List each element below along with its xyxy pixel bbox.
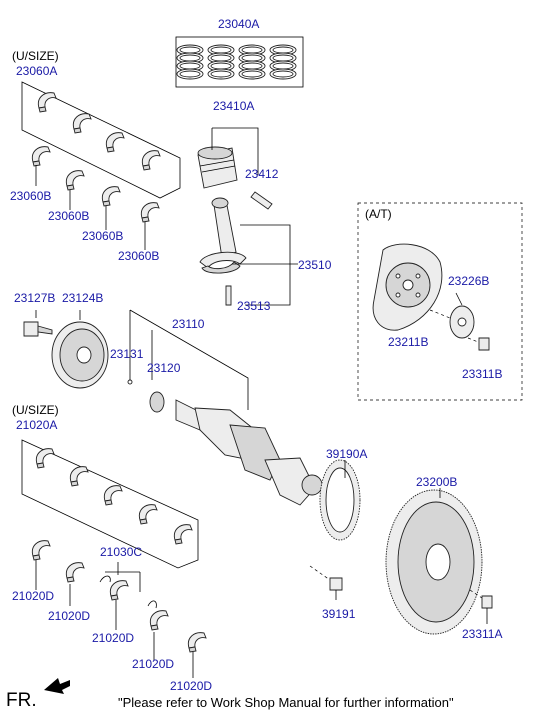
label-39191: 39191: [322, 607, 356, 621]
label-21020D-3: 21020D: [92, 631, 134, 645]
crankshaft: [127, 309, 323, 506]
label-23510: 23510: [298, 258, 332, 272]
label-21020D-1: 21020D: [12, 589, 54, 603]
label-21020D-5: 21020D: [170, 679, 212, 693]
label-23120: 23120: [147, 361, 181, 375]
label-23513: 23513: [237, 299, 271, 313]
footer-note: "Please refer to Work Shop Manual for fu…: [118, 695, 454, 710]
label-39190A: 39190A: [326, 447, 367, 461]
label-23060B-4: 23060B: [118, 249, 159, 263]
label-21020D-2: 21020D: [48, 609, 90, 623]
label-23226B: 23226B: [448, 274, 489, 288]
label-23211B: 23211B: [388, 335, 428, 349]
label-23124B: 23124B: [62, 291, 103, 305]
label-23127B: 23127B: [14, 291, 55, 305]
label-usize-2: (U/SIZE): [12, 403, 59, 417]
label-23060B-2: 23060B: [48, 209, 89, 223]
label-23311B: 23311B: [462, 367, 502, 381]
label-usize-1: (U/SIZE): [12, 49, 59, 63]
label-21030C: 21030C: [100, 545, 142, 559]
label-23410A: 23410A: [213, 99, 254, 113]
label-23040A: 23040A: [218, 17, 259, 31]
label-23060A: 23060A: [16, 64, 57, 78]
label-at: (A/T): [365, 207, 392, 221]
ring-gear: [309, 459, 361, 600]
label-23412: 23412: [245, 167, 279, 181]
label-23311A: 23311A: [462, 627, 502, 641]
label-21020D-4: 21020D: [132, 657, 174, 671]
label-21020A: 21020A: [16, 418, 57, 432]
label-23060B-1: 23060B: [10, 189, 51, 203]
piston-ring-set: [175, 36, 304, 88]
connecting-rod: [199, 197, 298, 306]
at-group: [357, 202, 523, 401]
label-fr: FR.: [6, 690, 37, 711]
main-bearing-set-upper: [21, 81, 181, 250]
label-23131: 23131: [110, 347, 144, 361]
label-23200B: 23200B: [416, 475, 457, 489]
crankshaft-pulley: [23, 310, 109, 389]
piston: [197, 127, 273, 210]
front-arrow-icon: [44, 678, 70, 694]
part-labels: 23040A (U/SIZE) 23060A 23410A 23412 2306…: [6, 17, 502, 711]
label-23110: 23110: [172, 317, 205, 331]
flywheel: [385, 488, 493, 635]
main-bearing-set-lower: [21, 439, 207, 678]
label-23060B-3: 23060B: [82, 229, 123, 243]
